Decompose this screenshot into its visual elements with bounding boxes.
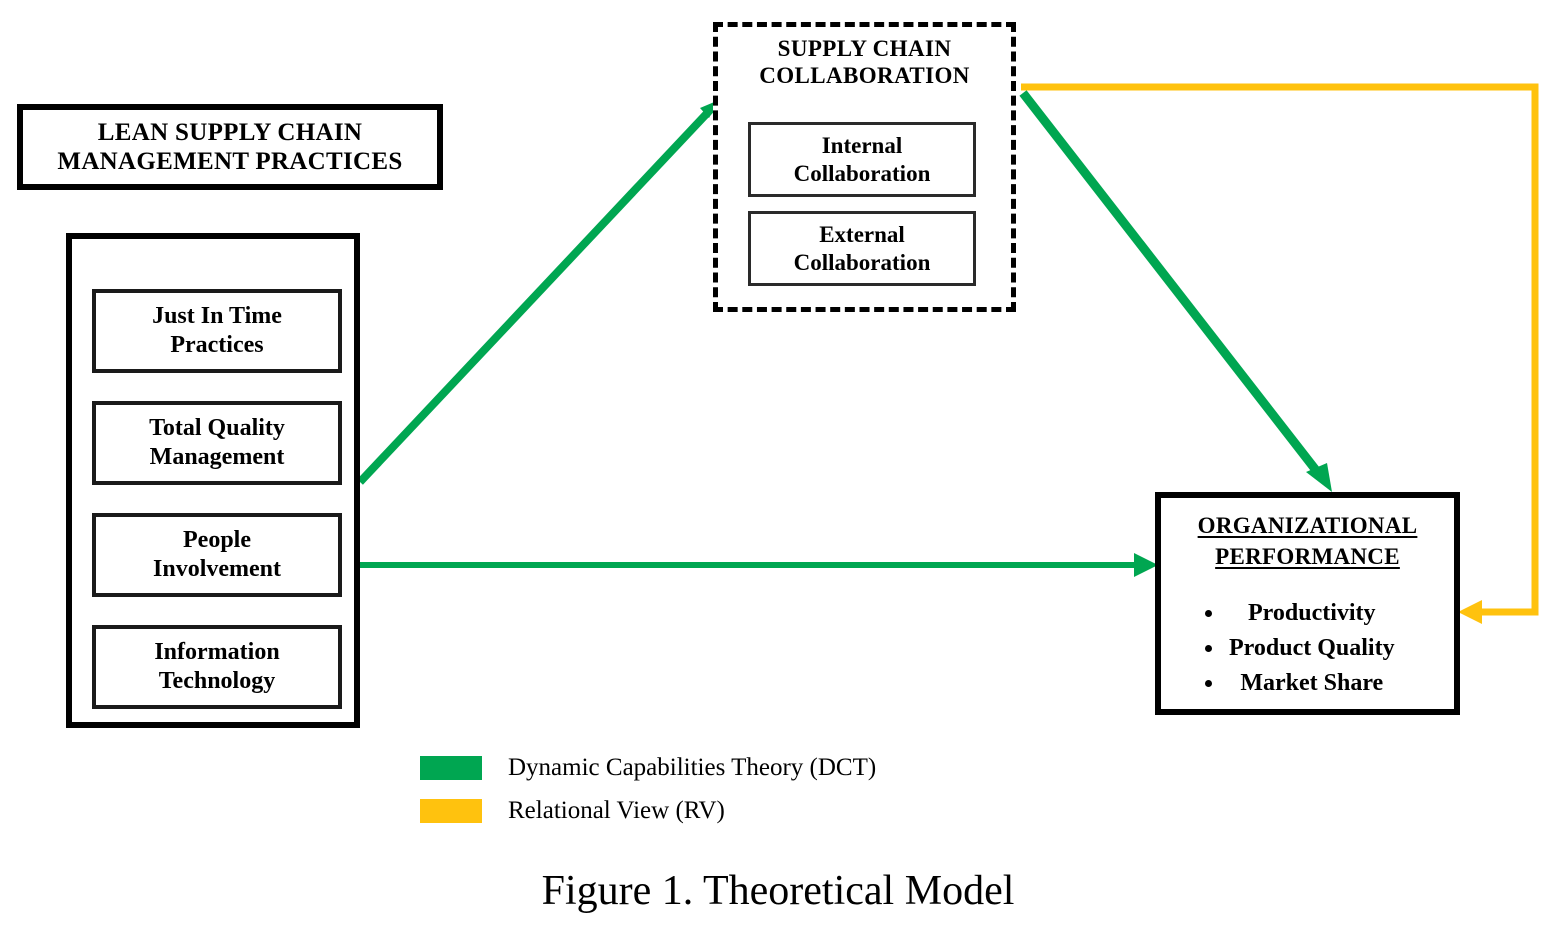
collaboration-box-external: External Collaboration [748,211,976,286]
external-collab-line-1: External [819,221,905,247]
org-perf-bullet-market-share: Market Share [1225,666,1395,701]
practice-jit-line-1: Just In Time [152,303,282,330]
org-perf-title-line-2: PERFORMANCE [1215,544,1400,570]
practice-box-just-in-time: Just In Time Practices [92,289,342,373]
organizational-performance-box: ORGANIZATIONAL PERFORMANCE Productivity … [1155,492,1460,715]
practice-it-line-2: Technology [158,668,276,694]
collaboration-box-internal: Internal Collaboration [748,122,976,197]
supply-chain-collaboration-box: SUPPLY CHAIN COLLABORATION Internal Coll… [713,22,1016,312]
practice-people-line-2: Involvement [153,556,281,582]
scc-title-line-1: SUPPLY CHAIN [777,36,952,61]
practice-people-line-1: People [183,527,251,554]
legend-label-dct: Dynamic Capabilities Theory (DCT) [508,754,877,781]
practice-tqm-line-2: Management [149,444,285,470]
practice-jit-line-2: Practices [170,332,264,358]
lean-practices-list: Just In Time Practices Total Quality Man… [92,289,342,709]
legend-swatch-green [420,755,482,780]
organizational-performance-title: ORGANIZATIONAL PERFORMANCE [1161,510,1454,572]
lean-supply-chain-practices-title-box: LEAN SUPPLY CHAIN MANAGEMENT PRACTICES [17,104,443,190]
legend: Dynamic Capabilities Theory (DCT) Relati… [420,755,876,823]
supply-chain-collaboration-title: SUPPLY CHAIN COLLABORATION [718,35,1011,89]
legend-item-rv: Relational View (RV) [420,798,876,823]
external-collab-line-2: Collaboration [793,249,931,275]
practice-box-people-involvement: People Involvement [92,513,342,597]
lscm-title-line-1: LEAN SUPPLY CHAIN [97,118,363,146]
figure-caption: Figure 1. Theoretical Model [541,868,1015,914]
internal-collab-line-2: Collaboration [793,160,931,186]
arrow-practices-to-performance [358,553,1158,577]
org-perf-title-line-1: ORGANIZATIONAL [1197,513,1418,538]
arrow-collaboration-to-performance [1019,90,1332,492]
org-perf-bullet-productivity: Productivity [1225,596,1395,631]
practice-box-total-quality-management: Total Quality Management [92,401,342,485]
practice-it-line-1: Information [154,639,280,666]
practice-tqm-line-1: Total Quality [149,415,285,442]
org-perf-bullet-product-quality: Product Quality [1225,631,1395,666]
legend-item-dct: Dynamic Capabilities Theory (DCT) [420,755,876,780]
organizational-performance-bullet-list: Productivity Product Quality Market Shar… [1199,596,1395,700]
legend-label-rv: Relational View (RV) [508,797,725,824]
internal-collab-line-1: Internal [821,132,903,158]
practice-box-information-technology: Information Technology [92,625,342,709]
lscm-title-line-2: MANAGEMENT PRACTICES [57,148,403,175]
lean-supply-chain-practices-title: LEAN SUPPLY CHAIN MANAGEMENT PRACTICES [57,118,402,177]
scc-title-line-2: COLLABORATION [759,63,970,89]
legend-swatch-yellow [420,798,482,823]
supply-chain-collaboration-children: Internal Collaboration External Collabor… [748,122,976,286]
lean-practices-container: Just In Time Practices Total Quality Man… [66,233,360,728]
